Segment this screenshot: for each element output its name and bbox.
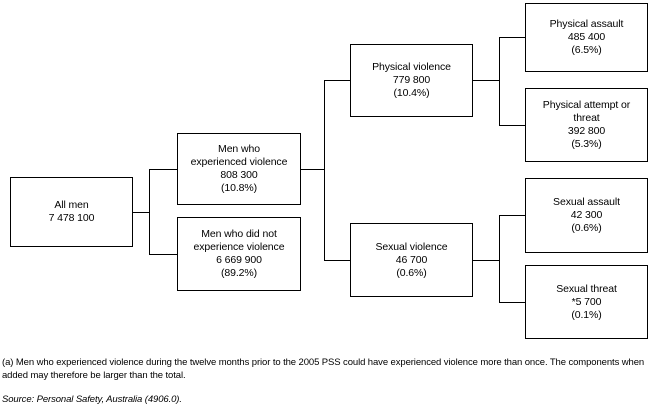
footnote-line-1: (a) Men who experienced violence during … xyxy=(2,357,645,368)
connector-line xyxy=(324,80,325,261)
node-percentage: (10.8%) xyxy=(220,182,258,194)
footnote-line-2: added may therefore be larger than the t… xyxy=(2,370,186,381)
node-label: Men who xyxy=(218,143,260,155)
node-value: 779 800 xyxy=(392,74,431,86)
node-label: Sexual assault xyxy=(553,196,620,208)
node-label: Physical violence xyxy=(372,61,451,73)
node-label: Sexual violence xyxy=(375,240,448,253)
connector-line xyxy=(499,215,525,216)
node-percentage: (0.6%) xyxy=(571,222,602,234)
node-men-did-not-experience-violence: Men who did not experience violence 6 66… xyxy=(177,217,301,291)
node-value: 42 300 xyxy=(570,209,603,221)
node-label: All men xyxy=(54,199,89,211)
node-percentage: (0.6%) xyxy=(396,266,427,279)
node-sexual-assault: Sexual assault 42 300 (0.6%) xyxy=(525,178,648,253)
node-label: Sexual threat xyxy=(556,282,617,295)
connector-line xyxy=(324,260,350,261)
node-label: Men who did not xyxy=(201,228,277,240)
node-percentage: (0.1%) xyxy=(571,308,602,321)
connector-line xyxy=(499,37,525,38)
source-citation: Source: Personal Safety, Australia (4906… xyxy=(2,394,182,405)
connector-line xyxy=(499,125,525,126)
node-physical-attempt-or-threat: Physical attempt or threat 392 800 (5.3%… xyxy=(525,88,648,162)
node-value: 46 700 xyxy=(395,253,428,266)
node-physical-assault: Physical assault 485 400 (6.5%) xyxy=(525,3,648,72)
node-value: *5 700 xyxy=(571,295,602,308)
footnote: (a) Men who experienced violence during … xyxy=(2,356,644,382)
node-value: 7 478 100 xyxy=(48,212,95,224)
node-percentage: (89.2%) xyxy=(220,267,258,279)
node-label: experience violence xyxy=(193,241,285,253)
node-percentage: (10.4%) xyxy=(393,87,430,99)
connector-line xyxy=(301,169,325,170)
connector-line xyxy=(473,260,500,261)
node-all-men: All men 7 478 100 xyxy=(10,177,133,247)
node-label: experienced violence xyxy=(190,156,288,168)
connector-line xyxy=(149,254,177,255)
connector-line xyxy=(499,37,500,126)
connector-line xyxy=(499,215,500,303)
connector-line xyxy=(149,169,177,170)
node-sexual-violence: Sexual violence 46 700 (0.6%) xyxy=(350,223,473,297)
connector-line xyxy=(473,80,500,81)
node-sexual-threat: Sexual threat *5 700 (0.1%) xyxy=(525,265,648,339)
node-label: Physical attempt or xyxy=(542,99,631,111)
node-value: 6 669 900 xyxy=(216,254,262,266)
node-men-experienced-violence: Men who experienced violence 808 300 (10… xyxy=(177,133,301,205)
connector-line xyxy=(149,169,150,255)
node-label: Physical assault xyxy=(549,18,624,30)
node-value: 392 800 xyxy=(567,125,606,137)
node-label: threat xyxy=(573,112,600,124)
connector-line xyxy=(133,212,150,213)
node-value: 808 300 xyxy=(220,169,258,181)
node-percentage: (5.3%) xyxy=(571,138,602,150)
node-value: 485 400 xyxy=(567,31,606,43)
node-physical-violence: Physical violence 779 800 (10.4%) xyxy=(350,44,473,117)
connector-line xyxy=(499,302,525,303)
node-percentage: (6.5%) xyxy=(571,44,602,56)
connector-line xyxy=(324,80,350,81)
